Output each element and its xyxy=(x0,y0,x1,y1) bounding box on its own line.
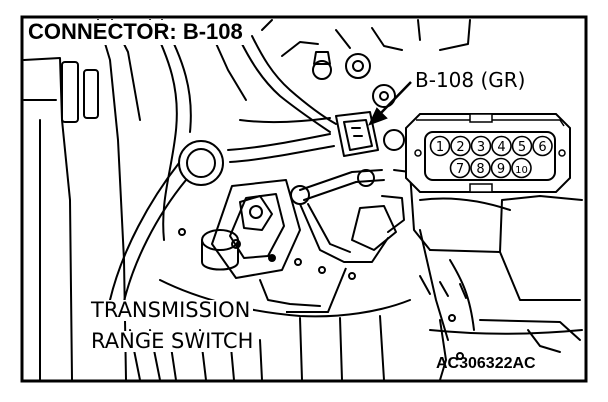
connector-pin: 10 xyxy=(511,157,532,179)
figure-code: AC306322AC xyxy=(436,355,536,372)
connector-pin-circle xyxy=(491,135,512,157)
connector-pin: 2 xyxy=(450,135,471,157)
connector-pin-number: 10 xyxy=(515,165,528,176)
connector-pin: 3 xyxy=(470,135,492,157)
connector-pin: 4 xyxy=(491,135,512,157)
connector-pin: 1 xyxy=(429,135,451,157)
connector-pin-circle xyxy=(470,157,491,179)
connector-pin-circle xyxy=(429,135,451,157)
connector-pin: 8 xyxy=(470,157,491,179)
component-label-line1: TRANSMISSION xyxy=(88,300,254,321)
connector-pin-circle xyxy=(470,135,492,157)
connector-pin-number: 2 xyxy=(456,140,464,155)
connector-label: B-108 (GR) xyxy=(413,68,528,92)
connector-pin-number: 8 xyxy=(476,162,484,177)
connector-pin: 6 xyxy=(532,135,553,157)
connector-pin: 7 xyxy=(449,157,471,179)
connector-pin-circle xyxy=(450,135,471,157)
connector-pin-number: 6 xyxy=(538,140,546,155)
connector-pin: 9 xyxy=(490,157,512,179)
connector-pin-circle xyxy=(532,135,553,157)
connector-pin-number: 9 xyxy=(497,162,505,177)
connector-title: CONNECTOR: B-108 xyxy=(26,20,247,45)
connector-pin: 5 xyxy=(511,135,533,157)
component-label-line2: RANGE SWITCH xyxy=(88,331,257,352)
connector-pin-circle xyxy=(490,157,512,179)
connector-pin-circle xyxy=(511,135,533,157)
connector-pin-number: 3 xyxy=(477,140,485,155)
connector-pin-number: 5 xyxy=(518,140,526,155)
connector-pin-circle xyxy=(511,157,532,179)
connector-pin-circle xyxy=(449,157,471,179)
connector-pin-number: 7 xyxy=(456,162,464,177)
connector-pin-number: 4 xyxy=(497,140,505,155)
connector-pin-number: 1 xyxy=(436,140,444,155)
connector-arrow xyxy=(368,81,412,126)
component-leader-line xyxy=(286,267,347,313)
